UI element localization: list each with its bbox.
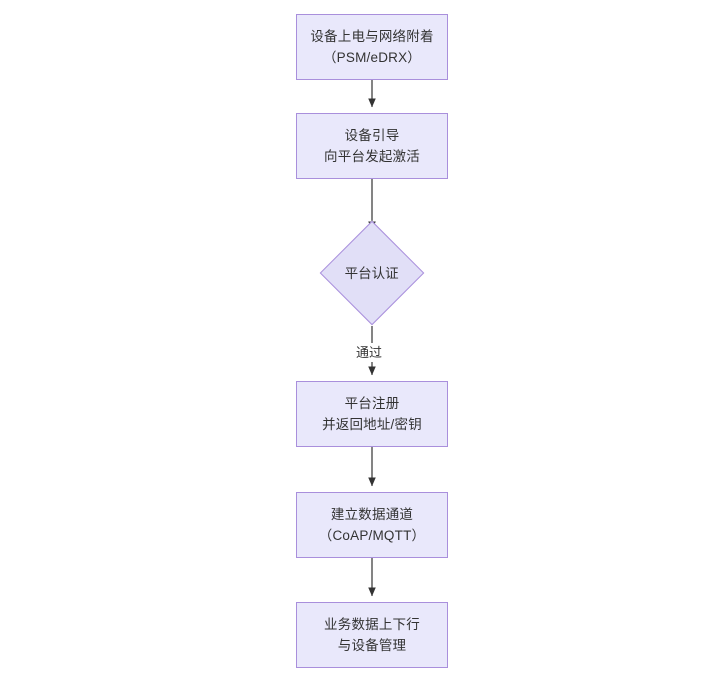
flow-node-business-data-and-device-mgmt-line2: 与设备管理	[337, 638, 407, 653]
flow-node-platform-auth-decision[interactable]: 平台认证	[319, 220, 425, 326]
flow-node-device-bootstrap-line1: 设备引导	[344, 128, 400, 143]
flow-node-platform-register[interactable]: 平台注册 并返回地址/密钥	[296, 381, 448, 447]
flow-node-device-bootstrap-line2: 向平台发起激活	[324, 149, 420, 164]
flow-node-platform-register-line1: 平台注册	[344, 396, 400, 411]
flow-node-establish-data-channel-line1: 建立数据通道	[330, 507, 414, 522]
flow-node-establish-data-channel[interactable]: 建立数据通道 （CoAP/MQTT）	[296, 492, 448, 558]
edge-label-pass: 通过	[354, 343, 385, 362]
flow-node-business-data-and-device-mgmt[interactable]: 业务数据上下行 与设备管理	[296, 602, 448, 668]
flow-node-power-on-attach[interactable]: 设备上电与网络附着 （PSM/eDRX）	[296, 14, 448, 80]
flow-node-platform-auth-label: 平台认证	[345, 265, 399, 281]
flow-node-establish-data-channel-line2: （CoAP/MQTT）	[318, 528, 426, 543]
flow-node-device-bootstrap[interactable]: 设备引导 向平台发起激活	[296, 113, 448, 179]
flow-node-business-data-and-device-mgmt-line1: 业务数据上下行	[324, 617, 420, 632]
flow-node-platform-register-line2: 并返回地址/密钥	[322, 417, 422, 432]
flow-node-power-on-attach-line1: 设备上电与网络附着	[310, 29, 434, 44]
flow-node-power-on-attach-line2: （PSM/eDRX）	[322, 50, 422, 65]
